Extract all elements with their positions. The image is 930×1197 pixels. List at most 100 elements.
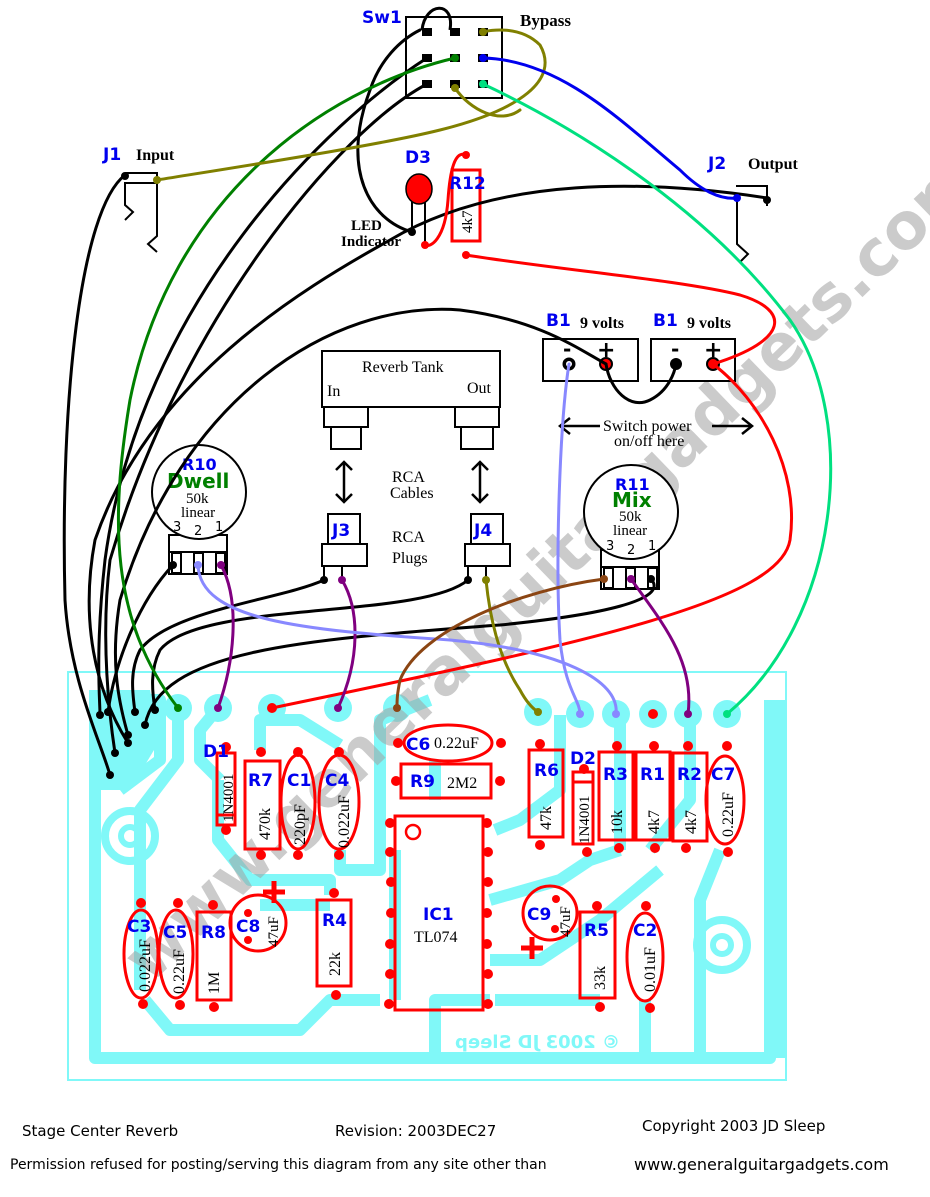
wire-light-purple — [556, 362, 582, 716]
value-r7: 470k — [257, 808, 274, 840]
reverb-tank-in-label: In — [327, 383, 340, 400]
designator-r7: R7 — [248, 771, 273, 791]
value-r5: 33k — [592, 966, 609, 990]
rca-jack-j3-designator: J3 — [331, 521, 350, 541]
pcb-trace — [488, 844, 622, 906]
wire-black — [104, 82, 429, 755]
led-resistor-designator: R12 — [449, 174, 486, 194]
led-indicator: D3 LED Indicator — [341, 148, 433, 250]
revision: Revision: 2003DEC27 — [335, 1122, 497, 1140]
mounting-hole-left — [101, 807, 159, 865]
wire-red — [270, 362, 793, 710]
designator-c2: C2 — [633, 921, 657, 941]
wire-purple — [336, 578, 357, 710]
c9-plus-icon — [521, 937, 543, 959]
value-r3: 10k — [609, 810, 626, 834]
pot-dwell-pin-1: 1 — [215, 520, 223, 535]
wire-green — [116, 56, 457, 710]
value-r8: 1M — [206, 972, 223, 994]
battery-2-label: 9 volts — [687, 315, 731, 332]
value-c6: 0.22uF — [434, 735, 479, 752]
designator-c4: C4 — [325, 771, 349, 791]
designator-r8: R8 — [201, 923, 226, 943]
output-jack-designator: J2 — [707, 154, 726, 174]
wire-purple — [216, 563, 235, 710]
battery-1-minus: - — [563, 337, 571, 361]
wire-blue — [481, 56, 739, 200]
rca-cable-arrows — [335, 460, 489, 504]
diagram-title: Stage Center Reverb — [22, 1122, 179, 1140]
value-c7: 0.22uF — [720, 792, 737, 837]
power-note-line2: on/off here — [614, 433, 684, 450]
designator-c9: C9 — [527, 905, 551, 925]
designator-r5: R5 — [584, 921, 609, 941]
input-jack-label: Input — [136, 147, 175, 164]
right-arrow-icon — [712, 417, 755, 435]
designator-c8: C8 — [236, 917, 260, 937]
input-jack-designator: J1 — [102, 145, 121, 165]
wire-spring-green — [481, 82, 833, 716]
designator-r3: R3 — [603, 765, 628, 785]
wire-black — [113, 307, 608, 737]
value-c1: 220pF — [292, 804, 309, 845]
designator-ic1: IC1 — [423, 905, 454, 925]
led-label-line1: LED — [351, 218, 382, 234]
pcb-trace — [429, 994, 490, 1058]
value-r1: 4k7 — [646, 810, 663, 834]
rca-plugs-line2: Plugs — [392, 550, 428, 567]
component-c9 — [521, 884, 579, 942]
value-r6: 47k — [538, 806, 555, 830]
component-c8 — [228, 893, 288, 953]
input-jack: J1 Input — [102, 145, 175, 253]
wire-black — [97, 56, 429, 717]
battery-2-plus: + — [704, 338, 722, 363]
wire-brown — [395, 577, 606, 710]
pcb-trace — [194, 704, 225, 785]
reverb-tank-label: Reverb Tank — [362, 359, 444, 376]
polarity-markers — [263, 881, 543, 959]
value-c9: 47uF — [558, 906, 574, 937]
rca-jack-j4: J4 — [464, 513, 511, 580]
component-c2 — [625, 911, 665, 1003]
reverb-tank: Reverb Tank In Out — [321, 350, 501, 450]
wire-endpoints — [96, 28, 771, 779]
pot-dwell-value: 50k — [186, 491, 209, 507]
watermark: www.generalguitargadgets.com — [110, 140, 930, 997]
designator-c6: C6 — [406, 735, 430, 755]
pcb-trace — [254, 714, 344, 751]
pcb-trace — [374, 694, 433, 830]
pot-dwell-pin-3: 3 — [173, 520, 181, 535]
output-jack-label: Output — [748, 156, 798, 173]
battery-1-designator: B1 — [546, 311, 571, 331]
double-arrow-icon — [471, 460, 489, 504]
component-r4 — [315, 898, 353, 988]
led-resistor-value: 4k7 — [460, 210, 476, 233]
value-ic1: TL074 — [414, 929, 458, 946]
pot-mix-designator: R11 — [615, 475, 650, 494]
reverb-tank-out-label: Out — [467, 380, 492, 397]
wire-black — [62, 173, 127, 777]
component-r8 — [195, 910, 233, 1002]
wire-olive — [155, 28, 547, 182]
wire-black — [356, 28, 422, 234]
rca-jack-j4-designator: J4 — [473, 521, 492, 541]
designator-c5: C5 — [163, 923, 187, 943]
battery-1: B1 9 volts - + — [542, 311, 639, 382]
value-c5: 0.22uF — [171, 949, 188, 994]
pcb-trace — [334, 830, 386, 876]
component-c6 — [402, 723, 494, 763]
website-link[interactable]: www.generalguitargadgets.com — [634, 1155, 889, 1174]
component-r5 — [578, 910, 617, 1000]
left-arrow-icon — [557, 417, 600, 435]
designator-c3: C3 — [127, 917, 151, 937]
power-note-line1: Switch power — [603, 418, 692, 435]
pot-mix-pin-2: 2 — [627, 543, 635, 558]
designator-c7: C7 — [711, 765, 735, 785]
rca-plugs-line1: RCA — [392, 529, 425, 546]
wire-black — [87, 184, 769, 745]
wire-red — [464, 253, 777, 366]
led-label-line2: Indicator — [341, 234, 401, 250]
pcb-trace — [140, 994, 380, 1036]
value-r9: 2M2 — [447, 775, 477, 792]
component-r6 — [527, 748, 565, 839]
